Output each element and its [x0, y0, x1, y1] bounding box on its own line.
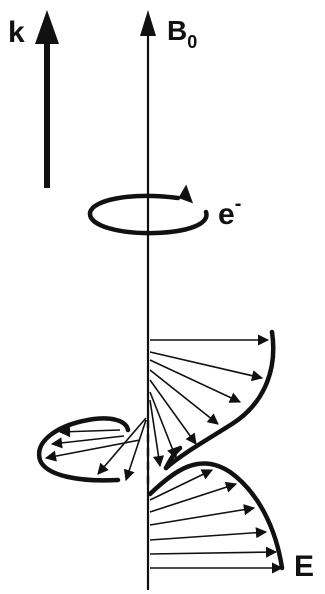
- electron-label: e-: [218, 193, 241, 231]
- e-field-label: E: [294, 550, 314, 583]
- e-field-vectors: [46, 340, 282, 568]
- e-field-helix: [39, 332, 282, 568]
- b0-axis: [140, 10, 156, 590]
- b0-label: B0: [167, 15, 197, 52]
- k-label: k: [8, 16, 25, 49]
- k-arrow: [35, 10, 59, 188]
